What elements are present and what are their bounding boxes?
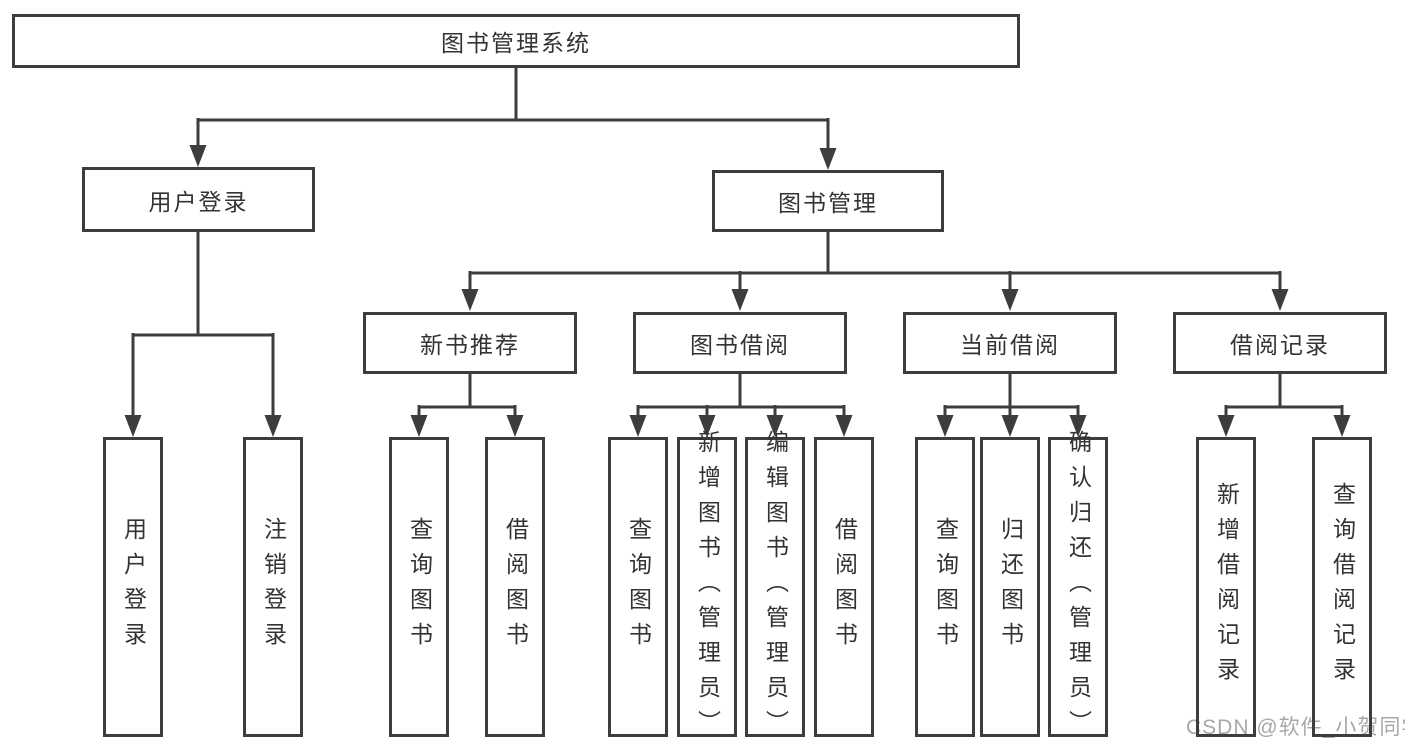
leaf-return-book: 归还图书 [980,437,1040,737]
connector-root [189,67,837,170]
node-book-management: 图书管理 [712,170,944,232]
leaf-edit-book-admin: 编辑图书（管理员） [745,430,805,745]
leaf-query-book-current: 查询图书 [915,437,975,737]
connector-book-borrow [629,373,853,437]
node-label: 注销登录 [260,517,287,657]
node-book-borrow: 图书借阅 [633,312,847,374]
connector-current-borrow [936,373,1087,437]
node-label: 用户登录 [120,517,147,657]
node-label: 查询图书 [625,517,652,657]
node-root: 图书管理系统 [12,14,1020,68]
leaf-query-book-borrow: 查询图书 [608,437,668,737]
node-label: 图书管理 [778,190,878,216]
node-label: 图书管理系统 [441,30,591,56]
node-label: 用户登录 [148,188,249,215]
connector-book-management [461,231,1289,311]
node-label: 编辑图书（管理员） [762,429,789,745]
leaf-user-login: 用户登录 [103,437,163,737]
node-label: 确认归还（管理员） [1065,429,1092,745]
node-label: 借阅记录 [1230,332,1330,358]
node-label: 图书借阅 [690,332,790,358]
leaf-logout: 注销登录 [243,437,303,737]
leaf-add-book-admin: 新增图书（管理员） [677,430,737,745]
connector-borrow-record [1217,373,1351,437]
node-current-borrow: 当前借阅 [903,312,1117,374]
node-label: 查询图书 [932,517,959,657]
connector-new-book-recommend [410,373,524,437]
leaf-query-borrow-record: 查询借阅记录 [1312,437,1372,737]
leaf-borrow-book-recommend: 借阅图书 [485,437,545,737]
node-new-book-recommend: 新书推荐 [363,312,577,374]
node-label: 新增图书（管理员） [694,429,721,745]
node-label: 借阅图书 [502,517,529,657]
leaf-borrow-book: 借阅图书 [814,437,874,737]
node-label: 查询借阅记录 [1329,482,1356,692]
leaf-add-borrow-record: 新增借阅记录 [1196,437,1256,737]
node-label: 新书推荐 [420,332,520,358]
node-label: 借阅图书 [831,517,858,657]
node-borrow-record: 借阅记录 [1173,312,1387,374]
leaf-query-book-recommend: 查询图书 [389,437,449,737]
node-label: 归还图书 [997,517,1024,657]
node-label: 当前借阅 [960,332,1060,358]
node-user-login: 用户登录 [82,167,315,232]
leaf-confirm-return-admin: 确认归还（管理员） [1048,430,1108,745]
node-label: 新增借阅记录 [1213,482,1240,692]
node-label: 查询图书 [406,517,433,657]
watermark: CSDN @软件_小贺同学 [1186,716,1405,739]
connector-user-login [124,231,282,437]
